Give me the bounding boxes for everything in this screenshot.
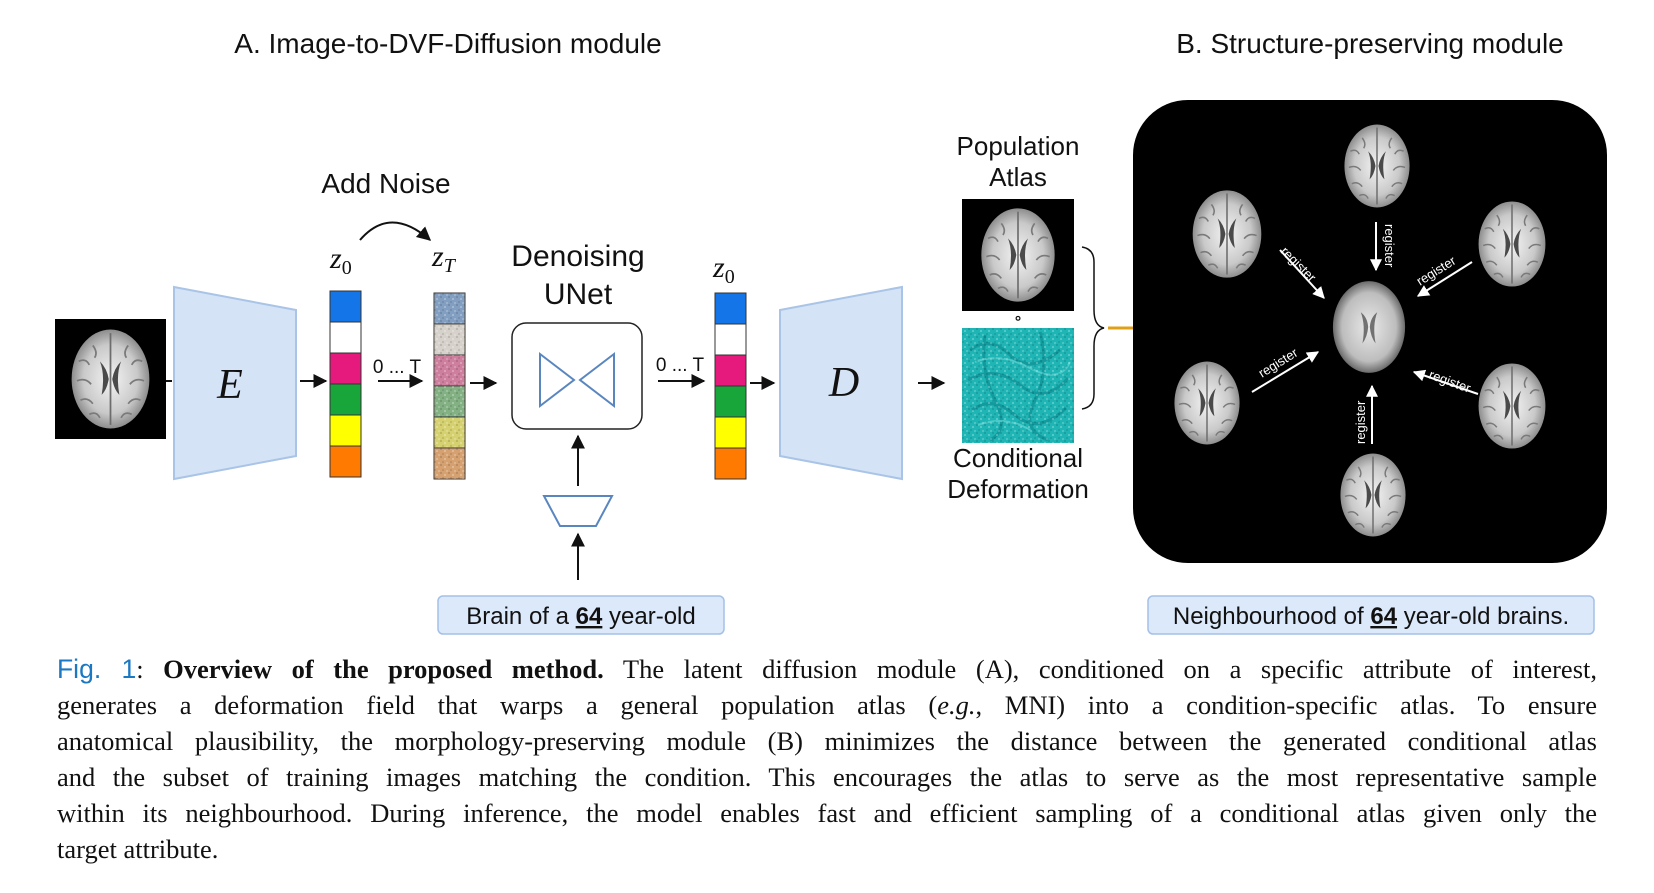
diffusion-steps-right: 0 ... T [656, 355, 705, 376]
encoder-block [173, 285, 297, 481]
population-atlas-image [962, 199, 1074, 311]
latent-cell [714, 416, 747, 449]
register-arrows [1251, 222, 1479, 444]
latent-z0-right [714, 292, 747, 480]
latent-cell [329, 445, 362, 478]
neighbour-brain-bottom-left [1173, 360, 1241, 446]
latent-noise-texture [434, 324, 465, 355]
decoder-label: D [828, 360, 859, 406]
register-label-top: register [1382, 224, 1397, 268]
generated-atlas-center [1332, 281, 1406, 373]
atlas-label-line2: Atlas [989, 162, 1047, 192]
compose-symbol: ∘ [1014, 308, 1023, 328]
neighbour-brain-top-left [1191, 189, 1263, 279]
condition-encoder [542, 495, 614, 527]
unet-title-line2: UNet [544, 278, 613, 311]
diffusion-steps-left: 0 ... T [373, 357, 422, 378]
latent-z0-left [329, 290, 362, 478]
latent-zT-noisy [433, 292, 466, 480]
caption-line-4: and the subset of training images matchi… [57, 762, 1597, 792]
neighbour-brain-bottom [1339, 452, 1407, 538]
caption-bold-title: Overview of the proposed method. [163, 654, 604, 684]
caption-line-3: anatomical plausibility, the morphology-… [57, 726, 1597, 756]
atlas-label-line1: Population [957, 131, 1080, 161]
condition-text-b: Neighbourhood of 64 year-old brains. [1173, 603, 1569, 630]
caption-line-5: within its neighbourhood. During inferen… [57, 798, 1597, 828]
z0-right-label: z0 [712, 251, 735, 288]
composition-brace [1081, 246, 1105, 410]
add-noise-label: Add Noise [321, 168, 450, 199]
condition-box-a [437, 595, 725, 635]
add-noise-arrow [359, 221, 432, 241]
encoder-label: E [216, 362, 243, 408]
latent-noise-texture [434, 386, 465, 417]
unet-title-line1: Denoising [511, 240, 644, 273]
latent-noise-texture [434, 448, 465, 479]
latent-cell [329, 352, 362, 385]
latent-cell [329, 383, 362, 416]
latent-noise-texture [434, 293, 465, 324]
zT-label: zT [431, 240, 457, 277]
latent-cell [714, 354, 747, 387]
neighbour-brain-top [1343, 123, 1411, 209]
condition-text-a: Brain of a 64 year-old [466, 603, 695, 630]
latent-noise-texture [434, 355, 465, 386]
latent-cell [329, 290, 362, 323]
deformation-label-line1: Conditional [953, 443, 1083, 473]
panel-b-title: B. Structure-preserving module [1176, 28, 1564, 59]
unet-box [511, 322, 643, 430]
caption-line-1: Fig. 1: Overview of the proposed method.… [57, 654, 1597, 684]
decoder-block [779, 285, 903, 481]
neighbour-brain-bottom-right [1477, 362, 1547, 450]
figure-caption: Fig. 1: Overview of the proposed method.… [57, 651, 1597, 867]
input-brain-image [55, 319, 166, 439]
latent-cell [714, 323, 747, 356]
register-label-bottom: register [1353, 400, 1368, 444]
latent-noise-texture [434, 417, 465, 448]
latent-cell [714, 447, 747, 480]
latent-cell [714, 385, 747, 418]
neighbour-brain-top-right [1477, 200, 1547, 288]
caption-line-6: target attribute. [57, 834, 219, 864]
conditional-deformation-image [962, 328, 1074, 443]
latent-cell [329, 414, 362, 447]
panel-a-title: A. Image-to-DVF-Diffusion module [234, 28, 661, 59]
unet-glyph [539, 351, 615, 409]
condition-box-b [1147, 595, 1595, 635]
deformation-label-line2: Deformation [947, 474, 1089, 504]
caption-line-2: generates a deformation field that warps… [57, 690, 1597, 720]
z0-left-label: z0 [329, 242, 352, 279]
latent-cell [714, 292, 747, 325]
latent-cell [329, 321, 362, 354]
figure-reference-link[interactable]: Fig. 1 [57, 654, 137, 684]
